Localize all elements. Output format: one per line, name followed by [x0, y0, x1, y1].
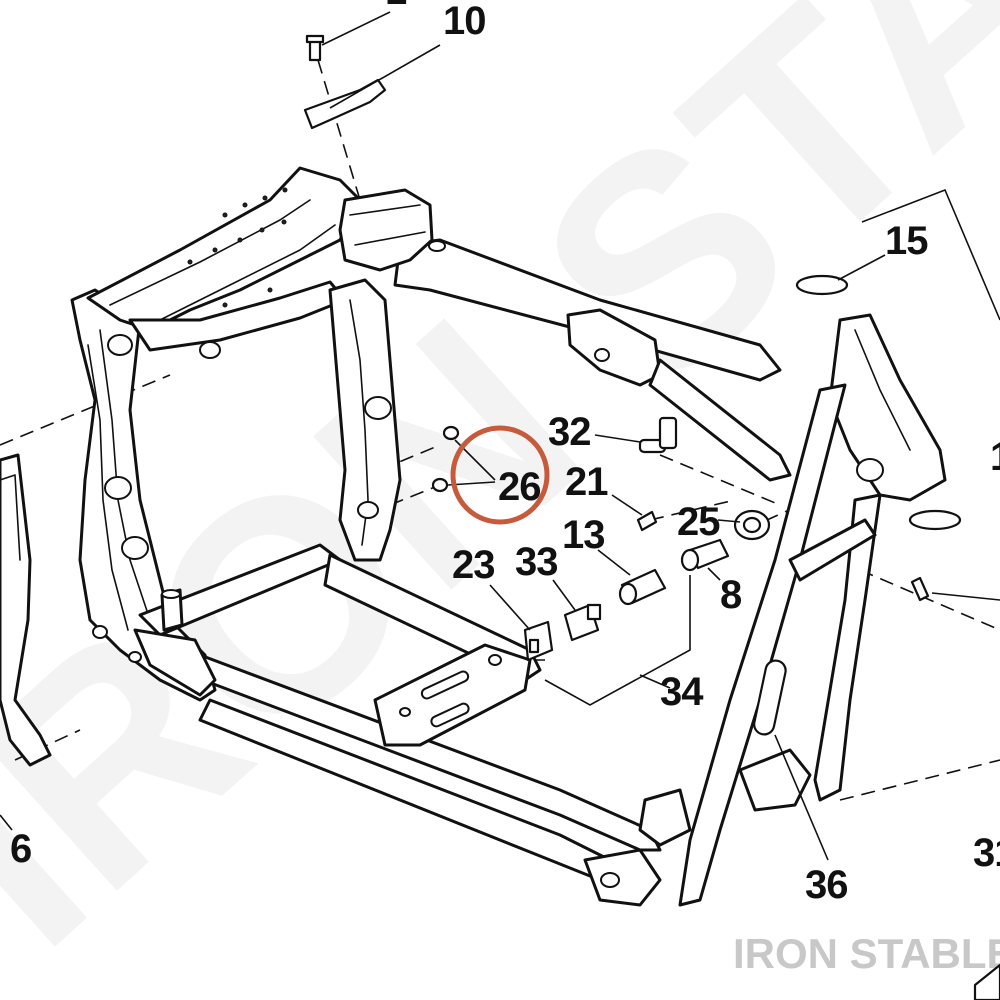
left-upright-hole-1: [107, 334, 133, 356]
clip-10: [303, 78, 387, 130]
right-side-bracket: [788, 518, 877, 582]
ring-15-lower: [908, 509, 962, 531]
callout-6: 6: [10, 827, 31, 871]
leader-15-bracket: [861, 188, 1000, 321]
left-upright-inner-line-2: [87, 344, 129, 631]
connector-33: [563, 603, 602, 642]
left-bracket-line: [0, 474, 21, 561]
pin-32: [638, 416, 678, 454]
callout-21: 21: [565, 460, 608, 504]
callout-32: 32: [548, 410, 591, 454]
seat-mount-lines: [349, 204, 426, 246]
fitting-21: [636, 510, 658, 532]
leader-13: [597, 549, 631, 576]
reflector-36: [753, 659, 787, 736]
leader-25: [717, 519, 741, 523]
callout-33: 33: [515, 540, 558, 584]
nut-26-lower: [431, 477, 449, 493]
right-front-downtube: [678, 383, 847, 907]
leader-33: [552, 579, 576, 611]
ring-15-upper: [795, 274, 849, 296]
leader-34-bracket: [544, 575, 691, 706]
centerline-fitting-21: [649, 499, 736, 521]
switch-13: [618, 568, 667, 606]
crossmember-hole: [199, 341, 221, 359]
post-stub-top: [161, 589, 181, 599]
left-upright-hole-3: [121, 536, 149, 560]
lower-right-mount: [738, 748, 812, 812]
leader-23: [489, 584, 531, 631]
left-lower-hole: [128, 651, 142, 663]
steering-cross-strut: [648, 358, 792, 482]
sleeve-8: [680, 538, 730, 572]
left-lower-bracket: [133, 628, 217, 697]
leader-lines: [0, 11, 1000, 861]
callout-1-right: 1: [990, 435, 1000, 479]
centerline-right-lower: [839, 759, 1000, 801]
bolt-1-top: [305, 34, 325, 62]
leader-10: [329, 44, 441, 109]
backbone-bracket-hole: [594, 348, 610, 362]
motorcycle-frame: [70, 166, 947, 907]
top-backbone-tube: [393, 238, 782, 382]
leader-1: [321, 11, 391, 46]
callout-31: 31: [973, 831, 1000, 875]
brand-label: IRON STABLE: [733, 930, 1000, 977]
leader-32: [594, 434, 641, 443]
rear-upright-hole-1: [364, 396, 392, 420]
footrest-plate-slots: [399, 654, 502, 728]
right-rear-downtube: [813, 493, 882, 802]
front-bottom-mount: [583, 848, 662, 907]
center-seat-mount: [338, 188, 434, 272]
rear-upright-hole-2: [357, 501, 379, 519]
leader-34: [639, 674, 671, 689]
steering-head-hole: [856, 458, 884, 482]
callout-26-highlight-circle: [450, 425, 550, 525]
callout-13: 13: [562, 513, 605, 557]
spring-part: [910, 576, 930, 602]
leader-8: [707, 567, 721, 581]
callout-34: 34: [660, 670, 704, 714]
footrest-mount-plate: [373, 643, 532, 747]
leader-right-spring: [931, 592, 1000, 601]
saddle-plate-line-2: [149, 224, 336, 326]
callout-15: 15: [885, 219, 928, 263]
exploded-parts: [0, 34, 962, 767]
nut-26-upper: [442, 425, 460, 441]
left-side-bracket-partial: [0, 453, 52, 767]
backbone-bracket: [566, 308, 662, 387]
leader-21: [611, 494, 643, 516]
backbone-hole: [428, 240, 446, 252]
steering-head: [828, 313, 947, 502]
callout-labels: 1 10 15 32 26 21 25 13 23 33 8 34 6 36 3…: [10, 0, 1000, 907]
centerline-right-neck: [859, 569, 1000, 631]
callout-8: 8: [720, 573, 742, 617]
left-upright-hole-4: [92, 625, 108, 639]
callout-26: 26: [498, 465, 541, 509]
corner-part-partial: [973, 963, 1000, 1000]
leader-36: [774, 734, 829, 861]
front-mount-boss: [638, 788, 692, 847]
bracket-23: [523, 620, 554, 662]
centerline-left-bracket: [0, 374, 171, 446]
centerline-nut-lower: [389, 484, 441, 506]
left-upright-hole-2: [104, 476, 132, 500]
callout-1: 1: [385, 0, 407, 13]
callout-36: 36: [805, 863, 848, 907]
leader-15: [837, 254, 886, 281]
bushing-25: [733, 509, 771, 541]
steering-head-line: [854, 329, 911, 451]
callout-10: 10: [443, 0, 486, 43]
callout-23: 23: [452, 543, 495, 587]
leader-6: [0, 814, 13, 831]
front-bottom-hole: [600, 872, 620, 888]
callout-25: 25: [677, 500, 720, 544]
